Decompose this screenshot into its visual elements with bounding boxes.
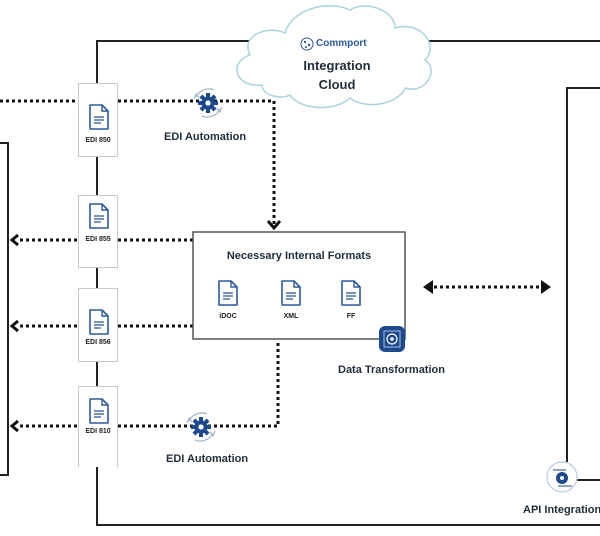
format-label: XML (283, 313, 299, 320)
cloud-shape (236, 5, 432, 109)
cloud-title-line1: Integration (303, 58, 371, 73)
api-integration-label: API Integration (523, 504, 600, 516)
edi-document-card[interactable]: EDI 855 (78, 195, 118, 268)
edi-document-label: EDI 850 (85, 137, 111, 144)
document-icon (218, 280, 238, 306)
document-icon (89, 203, 109, 229)
format-label: FF (346, 313, 356, 320)
commport-logo-icon (300, 37, 314, 51)
arrow-down-formats (266, 220, 282, 231)
arrow-left-856 (9, 319, 19, 333)
arrowheads (9, 220, 282, 433)
gear-cycle-icon (186, 412, 216, 442)
api-gear-icon (546, 461, 578, 493)
edi-document-card[interactable]: EDI 810 (78, 386, 118, 467)
edi-automation-bottom-label: EDI Automation (166, 453, 249, 465)
line-top-left (96, 40, 250, 83)
arrow-left-855 (9, 233, 19, 247)
cloud-brand: Commport (316, 38, 367, 49)
connector-lines (0, 40, 600, 526)
document-icon (89, 309, 109, 335)
document-icon (89, 104, 109, 130)
arrow-right-bidirectional (541, 280, 551, 294)
arrow-left-810 (9, 419, 19, 433)
left-partner-box (0, 142, 9, 476)
edi-document-card[interactable]: EDI 850 (78, 83, 118, 157)
line-bottom (96, 467, 600, 526)
edi-document-label: EDI 810 (85, 428, 111, 435)
document-icon (281, 280, 301, 306)
right-system-box (566, 87, 600, 450)
data-transform-icon (379, 326, 405, 352)
document-icon (89, 398, 109, 424)
dotted-flows (0, 99, 540, 428)
edi-document-card[interactable]: EDI 856 (78, 288, 118, 362)
cloud-title-line2: Cloud (318, 77, 356, 92)
arrow-left-bidirectional (423, 280, 433, 294)
format-label: iDOC (219, 313, 237, 320)
document-icon (341, 280, 361, 306)
edi-document-label: EDI 855 (85, 236, 111, 243)
gear-cycle-icon (193, 88, 223, 118)
internal-formats-title: Necessary Internal Formats (226, 250, 372, 262)
edi-document-label: EDI 856 (85, 339, 111, 346)
flow-850-to-formats (118, 99, 276, 225)
data-transformation-label: Data Transformation (338, 364, 445, 376)
edi-automation-top-label: EDI Automation (164, 131, 247, 143)
